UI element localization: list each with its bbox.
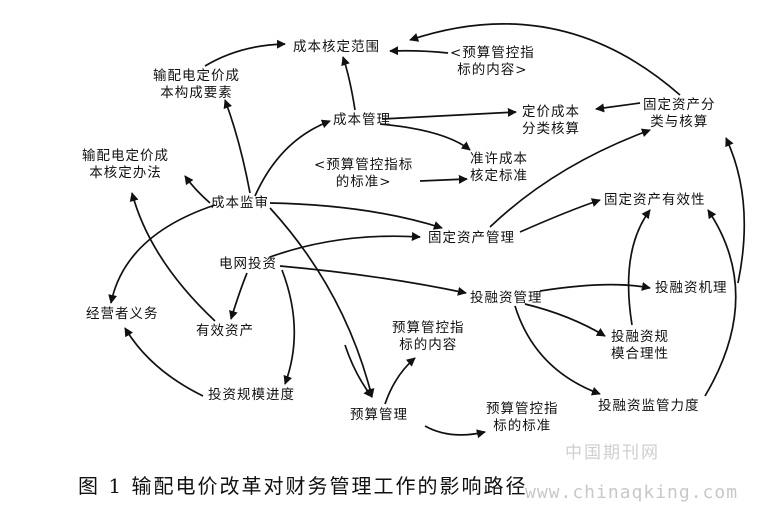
node-label-line: 本构成要素: [160, 85, 233, 101]
node-label-line: 定价成本: [522, 104, 580, 120]
edge-grid-to-progress: [281, 269, 296, 385]
node-fixed-asset-mgmt: 固定资产管理: [428, 230, 515, 247]
node-cost-scope: 成本核定范围: [293, 39, 380, 56]
node-label-line: 投融资机理: [655, 280, 728, 296]
edge-effective-to-budget-mgmt: [344, 344, 373, 398]
node-budget-standard-mid: <预算管控指标的标准>: [314, 157, 413, 191]
node-label-line: 电网投资: [219, 256, 277, 272]
node-label-line: 标的内容>: [457, 62, 528, 78]
node-label-line: 固定资产有效性: [604, 192, 706, 208]
edge-effective-to-method: [129, 192, 216, 322]
edge-fixed-mgmt-to-fixed-class: [489, 128, 651, 228]
node-label-line: 投融资管理: [470, 290, 543, 306]
node-label-line: 标的内容: [399, 337, 458, 353]
edge-audit-to-budget-mgmt: [269, 207, 375, 398]
edge-budget-mgmt-to-content: [384, 357, 416, 405]
edge-supervision-to-effect: [704, 209, 737, 397]
edge-audit-to-fixed-asset-mgmt: [269, 202, 443, 230]
node-label-line: <预算管控指: [450, 45, 535, 61]
edge-audit-to-cost-elements: [223, 99, 251, 194]
node-label-line: 输配电定价成: [153, 68, 240, 84]
edge-fixed-class-to-scope: [409, 23, 681, 96]
node-effective-assets: 有效资产: [196, 323, 254, 340]
edge-cost-mgmt-to-pricing: [381, 107, 517, 120]
node-label-line: 分类核算: [522, 121, 580, 137]
node-label-line: 预算管控指: [486, 401, 559, 417]
node-label-line: 预算管理: [350, 407, 408, 423]
node-label-line: 有效资产: [196, 323, 254, 339]
node-label-line: 本核定办法: [89, 165, 162, 181]
node-label-line: 成本核定范围: [293, 39, 380, 55]
node-budget-content-low: 预算管控指标的内容: [392, 320, 465, 354]
edge-scale-to-effect: [627, 209, 651, 326]
figure-caption: 图 1 输配电价改革对财务管理工作的影响路径: [78, 474, 528, 498]
node-label-line: 模合理性: [611, 346, 669, 362]
edge-budget-std-to-allowed: [419, 174, 468, 184]
edge-audit-to-cost-method: [184, 175, 211, 204]
node-operator-obligation: 经营者义务: [86, 306, 159, 323]
edge-grid-to-effective-assets: [229, 272, 248, 320]
watermark-url: www.chinaqking.com: [525, 482, 739, 503]
node-label-line: 准许成本: [470, 151, 528, 167]
node-label-line: 核定标准: [470, 168, 528, 184]
node-budget-mgmt: 预算管理: [350, 407, 408, 424]
node-label-line: 投融资规: [611, 329, 669, 345]
edge-budget-mgmt-to-standard: [424, 425, 486, 439]
node-label-line: 的标准>: [335, 174, 392, 190]
edge-fin-mgmt-to-mech: [539, 282, 651, 292]
edge-cost-elements-to-scope: [204, 39, 286, 67]
node-fixed-asset-effect: 固定资产有效性: [604, 192, 706, 209]
node-financing-scale: 投融资规模合理性: [611, 329, 669, 363]
edge-cost-mgmt-to-allowed: [379, 123, 471, 151]
edge-progress-to-operator: [124, 327, 204, 397]
edge-mech-to-fixed-class: [725, 137, 746, 284]
node-fixed-asset-class: 固定资产分类与核算: [643, 97, 716, 131]
node-label-line: 标的标准: [493, 418, 552, 434]
node-pricing-cost-class: 定价成本分类核算: [522, 104, 580, 138]
node-cost-method: 输配电定价成本核定办法: [82, 148, 169, 182]
node-investment-progress: 投资规模进度: [208, 387, 295, 404]
edge-cost-mgmt-to-scope: [341, 56, 356, 111]
node-label-line: <预算管控指标: [314, 157, 414, 173]
edge-fixed-class-to-pricing: [595, 102, 641, 113]
edge-fin-mgmt-to-scale: [524, 303, 606, 337]
node-financing-supervision: 投融资监管力度: [598, 398, 700, 415]
node-cost-elements: 输配电定价成本构成要素: [153, 68, 240, 102]
node-label-line: 输配电定价成: [82, 148, 169, 164]
edge-audit-to-operator: [108, 204, 216, 304]
node-budget-content-top: <预算管控指标的内容>: [450, 45, 535, 79]
node-cost-audit: 成本监审: [211, 195, 269, 212]
edge-budget-content-to-scope: [389, 46, 449, 56]
edge-grid-to-fixed-mgmt: [269, 232, 421, 258]
node-label-line: 类与核算: [650, 114, 709, 130]
node-investment-financing-mgmt: 投融资管理: [470, 290, 543, 307]
node-label-line: 固定资产管理: [428, 230, 515, 246]
watermark-site-name: 中国期刊网: [565, 443, 660, 463]
node-grid-investment: 电网投资: [219, 256, 277, 273]
node-label-line: 成本监审: [211, 195, 269, 211]
influence-diagram: [108, 23, 746, 439]
node-label-line: 固定资产分: [643, 97, 716, 113]
edge-grid-to-fin-mgmt: [279, 265, 467, 296]
node-label-line: 经营者义务: [86, 306, 159, 322]
node-budget-standard-low: 预算管控指标的标准: [486, 401, 559, 435]
node-label-line: 投资规模进度: [208, 387, 295, 403]
node-label-line: 预算管控指: [392, 320, 465, 336]
edges: [108, 23, 746, 439]
edge-fin-mgmt-to-supervision: [514, 305, 601, 396]
edge-fixed-mgmt-to-effect: [519, 198, 601, 233]
node-label-line: 成本管理: [333, 112, 391, 128]
edge-audit-to-cost-mgmt: [254, 119, 331, 197]
node-investment-financing-mech: 投融资机理: [655, 280, 728, 297]
node-label-line: 投融资监管力度: [598, 398, 700, 414]
node-cost-management: 成本管理: [333, 112, 391, 129]
node-allowed-cost-standard: 准许成本核定标准: [470, 151, 528, 185]
